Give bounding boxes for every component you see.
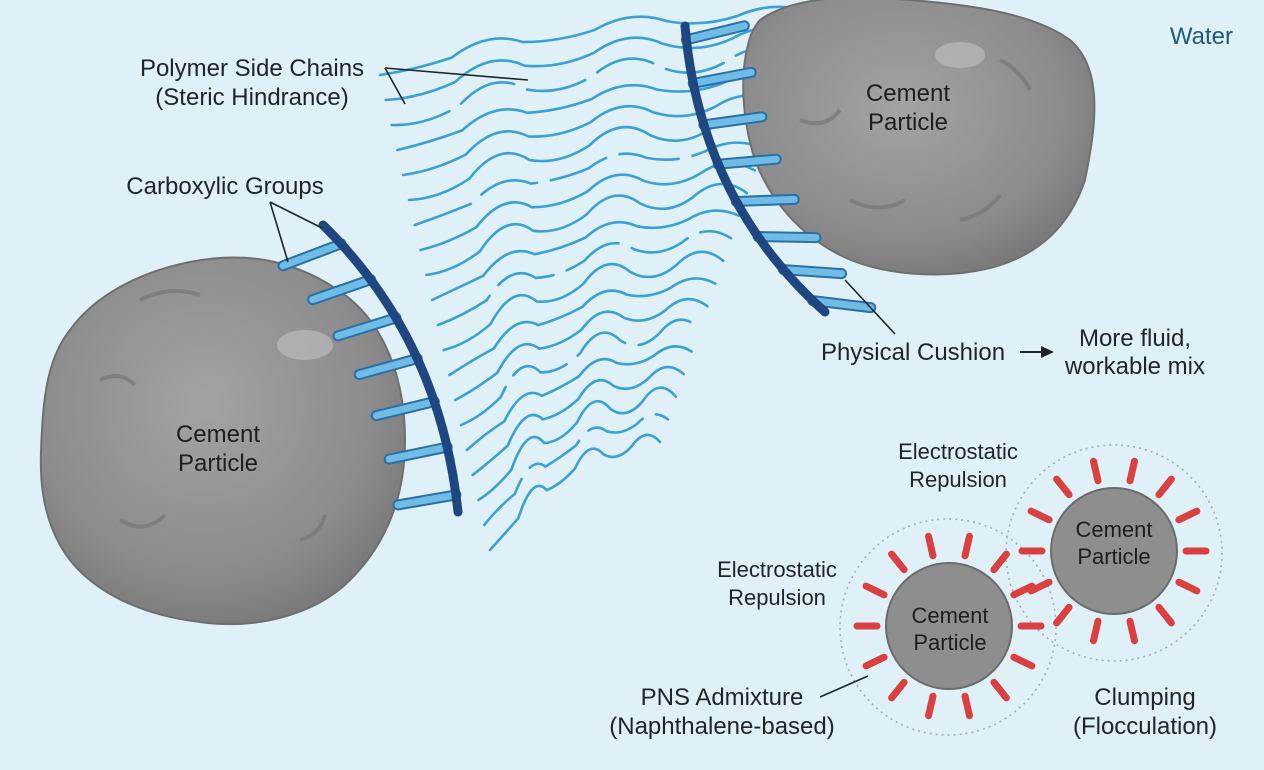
negative-charge xyxy=(1175,507,1201,524)
carboxylic-group-fill xyxy=(355,355,421,379)
side-chain xyxy=(378,5,812,77)
carboxylic-group-fill xyxy=(732,195,798,205)
carboxylic-group-fill xyxy=(809,297,875,312)
polymer-backbone-left xyxy=(318,220,463,517)
cement-particle-small-left: Cement Particle xyxy=(885,562,1013,690)
leader-lines xyxy=(269,67,896,698)
side-chain xyxy=(477,386,678,502)
negative-charge xyxy=(925,692,937,720)
particle-label-line1: Cement xyxy=(176,421,260,448)
carboxylic-groups-left xyxy=(277,238,462,511)
particle-label-line2: Particle xyxy=(178,450,258,477)
label-pns-admixture: PNS Admixture xyxy=(641,684,804,711)
label-clumping: Clumping xyxy=(1094,684,1195,711)
negative-charge xyxy=(1155,603,1175,627)
side-chain xyxy=(442,250,725,352)
negative-charge xyxy=(961,692,973,720)
carboxylic-group-fill xyxy=(689,68,755,87)
label-repulsion-top: Repulsion xyxy=(909,467,1007,492)
water-label: Water xyxy=(1170,23,1233,50)
negative-charge xyxy=(990,550,1010,574)
negative-charge xyxy=(862,582,888,599)
side-chain xyxy=(419,162,756,252)
carboxylic-group-fill xyxy=(279,240,345,270)
negative-charge xyxy=(888,550,908,574)
label-flocculation: (Flocculation) xyxy=(1073,713,1217,740)
label-result-line1: More fluid, xyxy=(1079,325,1191,352)
label-polymer-side-chains: Polymer Side Chains xyxy=(140,55,364,82)
label-repulsion-left: Repulsion xyxy=(728,585,826,610)
negative-charge xyxy=(1090,617,1102,645)
side-chain xyxy=(471,365,685,477)
label-steric-hindrance: (Steric Hindrance) xyxy=(155,84,348,111)
side-chain xyxy=(482,413,670,527)
negative-charge xyxy=(1090,457,1102,485)
negative-charge xyxy=(990,678,1010,702)
side-chain xyxy=(465,345,693,452)
label-naphthalene-based: (Naphthalene-based) xyxy=(609,713,834,740)
carboxylic-group-fill xyxy=(334,314,400,340)
negative-charge xyxy=(1155,475,1175,499)
polymer-side-chains xyxy=(378,5,812,552)
label-physical-cushion: Physical Cushion xyxy=(821,339,1005,366)
negative-charge xyxy=(961,532,973,560)
carboxylic-group-fill xyxy=(394,491,460,509)
negative-charge xyxy=(1175,578,1201,595)
particle-label-line1: Cement xyxy=(1075,517,1152,542)
label-electrostatic-left: Electrostatic xyxy=(717,557,837,582)
carboxylic-group-fill xyxy=(700,113,766,129)
side-chain xyxy=(396,73,788,152)
cement-particle-large-left: Cement Particle xyxy=(39,256,407,626)
side-chain xyxy=(448,277,717,377)
result-arrow xyxy=(1020,346,1054,358)
side-chain xyxy=(459,318,701,427)
side-chain xyxy=(488,433,662,552)
particle-label-line1: Cement xyxy=(866,80,950,107)
negative-charge xyxy=(1010,653,1036,670)
negative-charge xyxy=(925,532,937,560)
negative-charge xyxy=(1126,457,1138,485)
carboxylic-group-fill xyxy=(372,398,438,420)
side-chain xyxy=(401,94,780,177)
carboxylic-group-fill xyxy=(385,443,451,463)
negative-charge xyxy=(1027,507,1053,524)
carboxylic-group-fill xyxy=(780,266,846,278)
negative-charges-left xyxy=(853,532,1045,720)
particle-label-line2: Particle xyxy=(868,109,948,136)
carboxylic-group-fill xyxy=(682,22,748,44)
side-chain xyxy=(390,46,796,127)
negative-charge xyxy=(1126,617,1138,645)
cement-particle-small-right: Cement Particle xyxy=(1050,487,1178,615)
negative-charges-right xyxy=(1018,457,1210,645)
side-chain xyxy=(430,209,741,302)
negative-charge xyxy=(1053,475,1073,499)
repulsion-range-left xyxy=(839,518,1057,736)
carboxylic-group-fill xyxy=(754,233,820,242)
carboxylic-groups-right xyxy=(680,20,877,314)
negative-charge xyxy=(1053,603,1073,627)
negative-charge xyxy=(862,653,888,670)
label-electrostatic-top: Electrostatic xyxy=(898,439,1018,464)
particle-label-line1: Cement xyxy=(911,603,988,628)
side-chain xyxy=(413,141,764,227)
negative-charge xyxy=(1027,578,1053,595)
side-chain xyxy=(436,230,733,327)
repulsion-range-right xyxy=(1005,444,1223,662)
polymer-backbone-right xyxy=(680,21,830,317)
side-chain xyxy=(453,297,709,402)
side-chain xyxy=(425,182,749,277)
particle-label-line2: Particle xyxy=(913,630,986,655)
carboxylic-group-fill xyxy=(714,155,780,168)
carboxylic-group-fill xyxy=(309,276,375,304)
label-result-line2: workable mix xyxy=(1064,353,1205,380)
negative-charge xyxy=(888,678,908,702)
negative-charge xyxy=(1010,582,1036,599)
cement-particle-large-right: Cement Particle xyxy=(742,0,1096,276)
particle-label-line2: Particle xyxy=(1077,544,1150,569)
side-chain xyxy=(384,26,804,102)
label-carboxylic-groups: Carboxylic Groups xyxy=(126,173,323,200)
